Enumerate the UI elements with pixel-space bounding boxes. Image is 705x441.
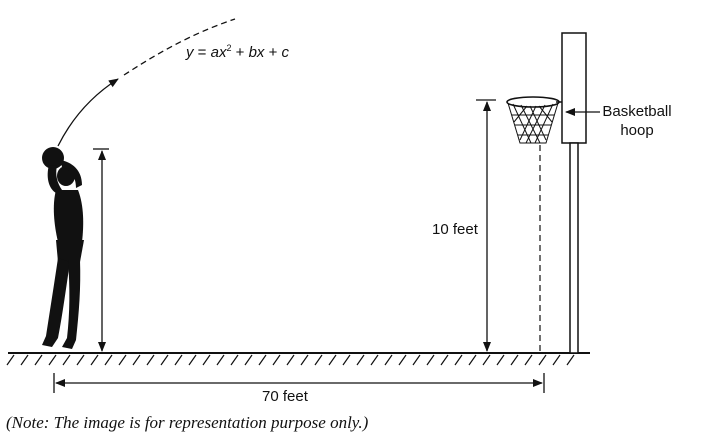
hoop-height-measure	[476, 99, 496, 352]
ground-hatch-mark	[272, 354, 281, 366]
ground-hatch-mark	[160, 354, 169, 366]
backboard	[561, 32, 587, 144]
ground-hatch-mark	[300, 354, 309, 366]
ground-hatch-mark	[468, 354, 477, 366]
ground-hatch-mark	[398, 354, 407, 366]
trajectory-dashed	[123, 18, 236, 76]
ground-hatch-mark	[258, 354, 267, 366]
ground-hatch-mark	[244, 354, 253, 366]
ground-hatch-mark	[118, 354, 127, 366]
basketball-ball-icon	[42, 147, 64, 169]
ground-hatch-mark	[538, 354, 547, 366]
ground-hatch-mark	[202, 354, 211, 366]
ground-hatch-mark	[384, 354, 393, 366]
trajectory-solid	[57, 78, 119, 147]
ground-hatch-mark	[34, 354, 43, 366]
ground-hatch-mark	[132, 354, 141, 366]
hoop-pole	[569, 142, 579, 354]
ground-hatch-mark	[342, 354, 351, 366]
disclaimer-note: (Note: The image is for representation p…	[6, 413, 369, 432]
ground-hatch-mark	[510, 354, 519, 366]
hoop-label: Basketball hoop	[602, 102, 672, 140]
ground-hatch-mark	[328, 354, 337, 366]
ground-hatch-mark	[496, 354, 505, 366]
basketball-player-silhouette-icon	[42, 147, 84, 349]
distance-label: 70 feet	[262, 388, 308, 405]
ground-hatch-mark	[216, 354, 225, 366]
ground-hatch-mark	[482, 354, 491, 366]
ground-hatch-mark	[146, 354, 155, 366]
ground-hatch-mark	[566, 354, 575, 366]
ground-hatch-mark	[6, 354, 15, 366]
ground-hatch-mark	[412, 354, 421, 366]
height-label: 10 feet	[431, 221, 479, 238]
ground-hatch-mark	[76, 354, 85, 366]
hoop-rim	[506, 96, 560, 108]
ground-hatch-mark	[440, 354, 449, 366]
ground-hatch-mark	[230, 354, 239, 366]
distance-measure	[53, 373, 545, 393]
ground-hatch-mark	[188, 354, 197, 366]
trajectory-equation: y = ax2 + bx + c	[186, 43, 290, 61]
ground-hatch-mark	[48, 354, 57, 366]
ground-hatch-mark	[370, 354, 379, 366]
ground-hatch-mark	[104, 354, 113, 366]
basketball-hoop-icon	[506, 32, 600, 354]
ground-hatch-mark	[90, 354, 99, 366]
ground-hatch-mark	[426, 354, 435, 366]
ground-hatch-mark	[174, 354, 183, 366]
ground	[6, 352, 590, 366]
ground-hatching	[6, 354, 575, 366]
hoop-label-line2: hoop	[620, 122, 654, 139]
ground-hatch-mark	[356, 354, 365, 366]
ground-hatch-mark	[20, 354, 29, 366]
ground-hatch-mark	[62, 354, 71, 366]
ground-hatch-mark	[286, 354, 295, 366]
hoop-label-line1: Basketball	[602, 103, 672, 120]
ground-hatch-mark	[454, 354, 463, 366]
ground-hatch-mark	[524, 354, 533, 366]
hoop-net	[507, 102, 559, 144]
ground-hatch-mark	[314, 354, 323, 366]
release-height-measure	[93, 148, 109, 352]
ground-hatch-mark	[552, 354, 561, 366]
